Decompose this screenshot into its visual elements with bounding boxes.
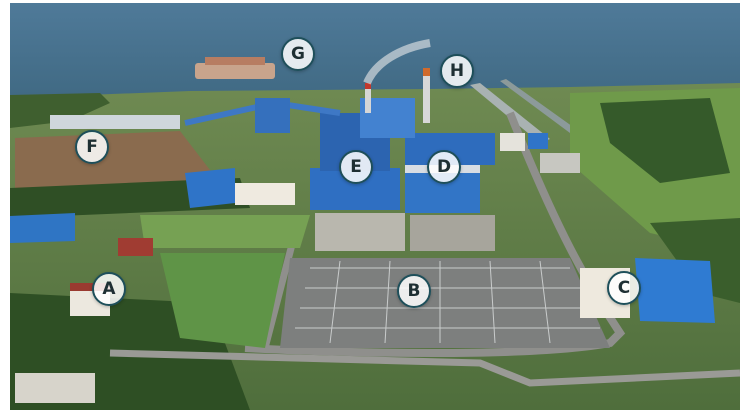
conveyor-transfer-tower [255,98,290,133]
marker-d[interactable]: D [427,150,461,184]
house-a-roof [70,283,110,291]
warehouse-c [635,258,715,323]
building-blue-upper [528,133,548,149]
shed-left-blue [185,168,235,208]
barge [195,63,275,79]
left-road [261,232,299,349]
office-building [235,183,295,205]
transformer-pad-2 [410,215,495,251]
power-plant-aerial-photo [10,3,740,410]
aerial-scene [10,3,740,410]
switchyard-gantries [295,260,600,344]
marker-g[interactable]: G [281,37,315,71]
marker-f[interactable]: F [75,130,109,164]
lawn [160,253,285,348]
smoke-plume [363,39,431,85]
marker-b[interactable]: B [397,274,431,308]
lawn-upper [140,215,310,248]
building-right-upper [500,133,525,151]
warehouse-left [10,213,75,243]
chimney-left-band [365,83,371,89]
barge-deck [205,57,265,65]
switchyard [280,258,610,348]
marker-c[interactable]: C [607,271,641,305]
red-roof-house [118,238,153,256]
coast-vegetation-left [10,93,110,128]
lower-road [109,349,740,387]
transformer-pad-1 [315,213,405,251]
tank-farm [540,153,580,173]
chimney-right [423,68,430,123]
coal-shed [50,115,180,129]
house-bottom-left [15,373,95,403]
right-trees [600,98,730,183]
marker-a[interactable]: A [92,272,126,306]
marker-h[interactable]: H [440,54,474,88]
chimney-left [365,83,371,113]
chimney-right-band [423,68,430,76]
marker-e[interactable]: E [339,150,373,184]
breakwater [500,79,576,133]
